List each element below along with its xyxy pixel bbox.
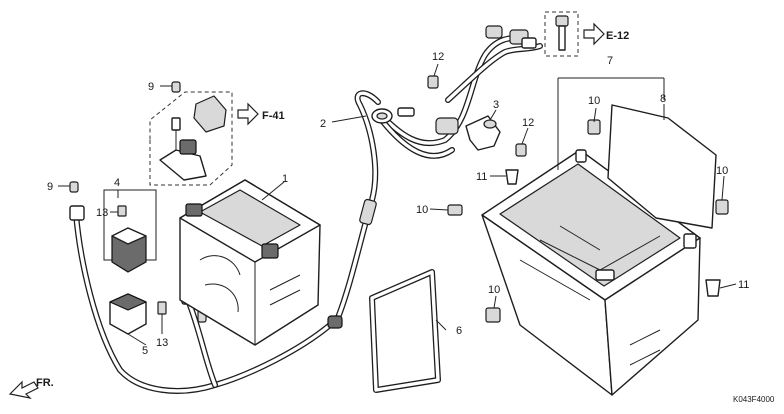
label-part-12b: 12 xyxy=(522,117,534,129)
label-part-1: 1 xyxy=(282,173,288,185)
label-part-7: 7 xyxy=(607,55,613,67)
label-part-3: 3 xyxy=(493,99,499,111)
relay-group xyxy=(103,189,167,335)
label-part-6: 6 xyxy=(456,325,462,337)
label-part-5: 5 xyxy=(142,345,148,357)
label-part-9a: 9 xyxy=(148,81,154,93)
battery-box xyxy=(481,149,701,396)
f41-group xyxy=(149,91,233,186)
part-labels: 1 2 3 4 5 6 7 8 9 9 10 10 10 10 11 11 12… xyxy=(36,30,775,404)
label-part-10b: 10 xyxy=(716,165,728,177)
front-direction-label: FR. xyxy=(36,377,54,389)
leader-lines xyxy=(58,63,737,346)
label-part-12a: 12 xyxy=(432,51,444,63)
drawing-code: K043F4000 xyxy=(733,395,775,404)
ref-arrow-f41-icon xyxy=(237,102,259,126)
label-part-11a: 11 xyxy=(476,171,487,183)
label-part-10c: 10 xyxy=(488,284,500,296)
clamp xyxy=(465,115,501,151)
label-part-11b: 11 xyxy=(738,279,749,291)
label-part-8: 8 xyxy=(660,93,666,105)
pad-sheet xyxy=(607,104,717,229)
label-part-9b: 9 xyxy=(47,181,53,193)
battery xyxy=(179,179,321,346)
label-part-10a: 10 xyxy=(588,95,600,107)
seal-gasket xyxy=(369,269,441,393)
main-harness xyxy=(327,25,543,329)
label-part-4: 4 xyxy=(114,177,120,189)
ref-label-e12: E-12 xyxy=(606,30,629,42)
label-part-10d: 10 xyxy=(416,204,428,216)
label-part-13a: 13 xyxy=(96,207,108,219)
label-part-13b: 13 xyxy=(156,337,168,349)
ref-arrow-e12-icon xyxy=(583,22,605,46)
ref-label-f41: F-41 xyxy=(262,110,285,122)
label-part-2: 2 xyxy=(320,118,326,130)
front-arrow-icon xyxy=(8,380,39,399)
